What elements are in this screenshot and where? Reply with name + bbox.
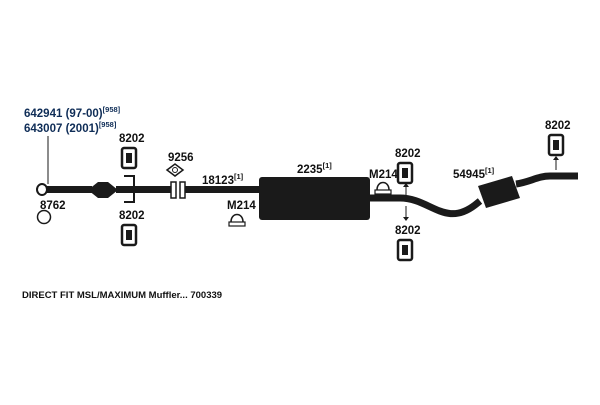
intermediate-pipe — [185, 186, 260, 193]
label-hanger-8202-mid-top: 8202 — [395, 148, 421, 160]
muffler-body — [259, 177, 370, 220]
label-hanger-8202-rear: 8202 — [545, 120, 571, 132]
arrow-icon — [553, 156, 559, 170]
rubber-hanger-icon — [396, 238, 414, 262]
clamp-icon — [374, 181, 392, 195]
tailpipe-resonator — [478, 172, 578, 208]
label-642941: 642941 (97-00)[958] — [24, 105, 121, 120]
label-gasket-9256: 9256 — [168, 152, 194, 164]
rubber-hanger-icon — [120, 146, 138, 170]
pipe-end-icon — [36, 183, 48, 196]
label-hanger-8202-front-top: 8202 — [119, 133, 145, 145]
rubber-hanger-icon — [396, 161, 414, 185]
label-hanger-8202-front-bottom: 8202 — [119, 210, 145, 222]
flange-gasket-icon — [165, 163, 185, 177]
label-clamp-m214-front: M214 — [227, 200, 256, 212]
diagram-caption: DIRECT FIT MSL/MAXIMUM Muffler... 700339 — [22, 290, 222, 301]
arrow-icon — [403, 183, 409, 196]
label-tailpipe-54945: 54945[1] — [453, 166, 495, 181]
arrow-icon — [403, 206, 409, 221]
donut-gasket-icon — [36, 209, 52, 225]
label-clamp-m214-rear: M214 — [369, 169, 398, 181]
label-hanger-8202-mid-bottom: 8202 — [395, 225, 421, 237]
label-643007: 643007 (2001)[958] — [24, 120, 117, 135]
flange-joint — [170, 181, 186, 199]
label-muffler-2235: 2235[1] — [297, 161, 332, 176]
label-pipe-18123: 18123[1] — [202, 172, 244, 187]
rubber-hanger-icon — [120, 223, 138, 247]
label-gasket-8762: 8762 — [40, 200, 66, 212]
rubber-hanger-icon — [547, 133, 565, 157]
front-pipe — [36, 182, 172, 198]
hanger-bracket — [124, 175, 135, 203]
rear-pipe — [370, 194, 483, 218]
clamp-icon — [228, 213, 246, 227]
